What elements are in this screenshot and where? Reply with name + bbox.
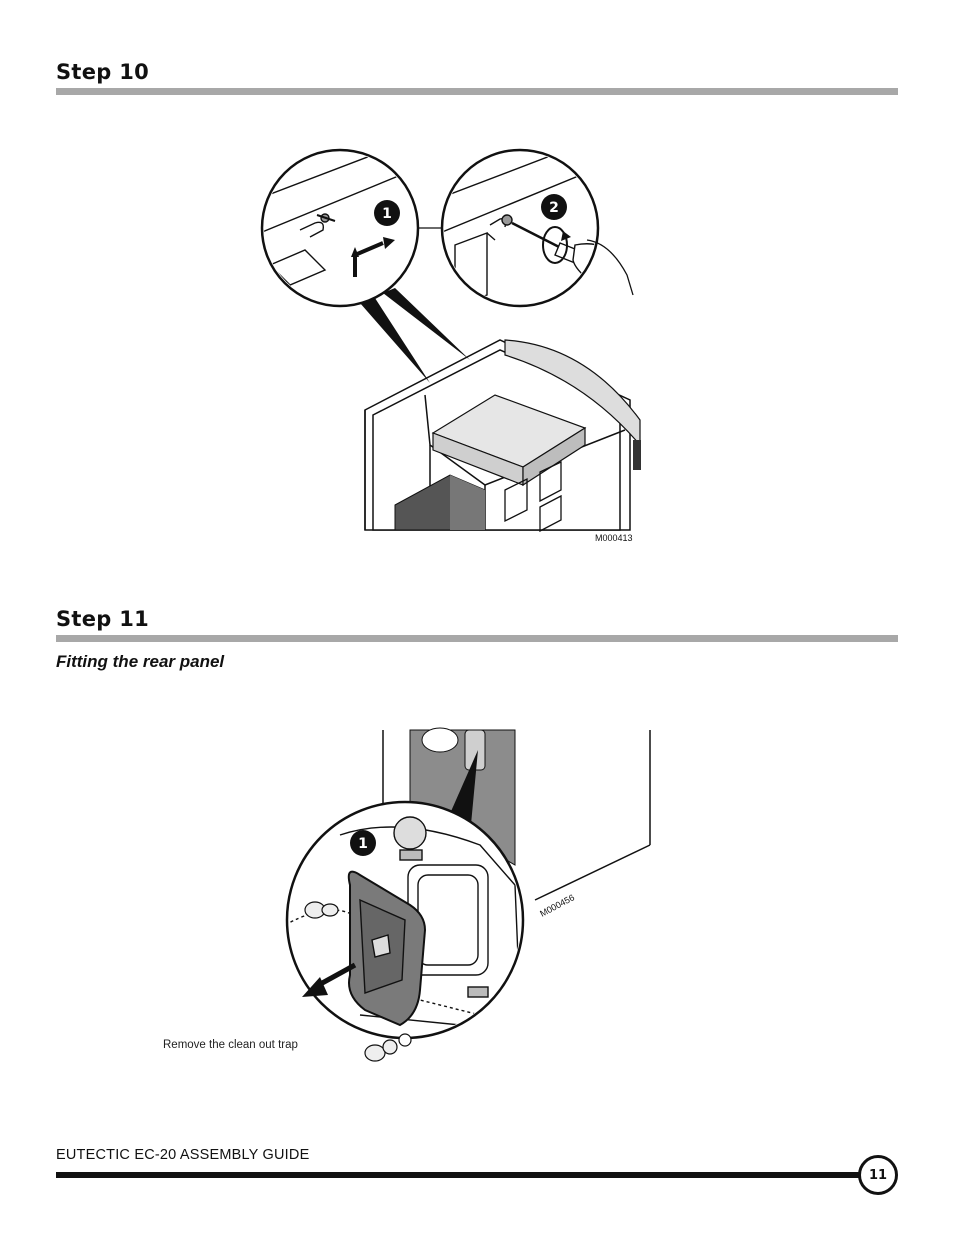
page-number-badge: 11 (858, 1155, 898, 1195)
detail-circle-2: 2 (440, 148, 634, 308)
callout-1-number: 1 (358, 836, 368, 852)
step-11-subtitle: Fitting the rear panel (56, 652, 225, 671)
step-11-divider (56, 635, 898, 642)
step-11-title: Step 11 (56, 607, 150, 631)
callout-2-number: 2 (549, 200, 559, 216)
callout-1-number: 1 (382, 206, 392, 222)
step-10-divider (56, 88, 898, 95)
detail-circle-1: 1 (260, 148, 420, 308)
step-10-title: Step 10 (56, 60, 150, 84)
step-11-caption: Remove the clean out trap (163, 1039, 298, 1051)
wing-nut-icon (304, 901, 412, 1062)
callout-1-badge (350, 830, 376, 856)
page-number: 11 (868, 1167, 888, 1183)
panel-windows (504, 460, 562, 533)
step-10-figure-code: M000413 (595, 533, 633, 543)
step-10-illustration: 1 2 M000413 (260, 148, 641, 543)
callout-1-badge (374, 200, 400, 226)
zoom-pointer-1 (360, 295, 430, 383)
footer-guide-title: EUTECTIC EC-20 ASSEMBLY GUIDE (56, 1147, 310, 1163)
rotate-arrow-icon (561, 231, 571, 241)
zoom-pointer-2 (383, 288, 470, 360)
detail-circle: 1 (285, 800, 525, 1062)
footer-divider (56, 1172, 866, 1178)
callout-2-badge (541, 194, 567, 220)
step-11-illustration: 1 M000456 (285, 727, 651, 1062)
